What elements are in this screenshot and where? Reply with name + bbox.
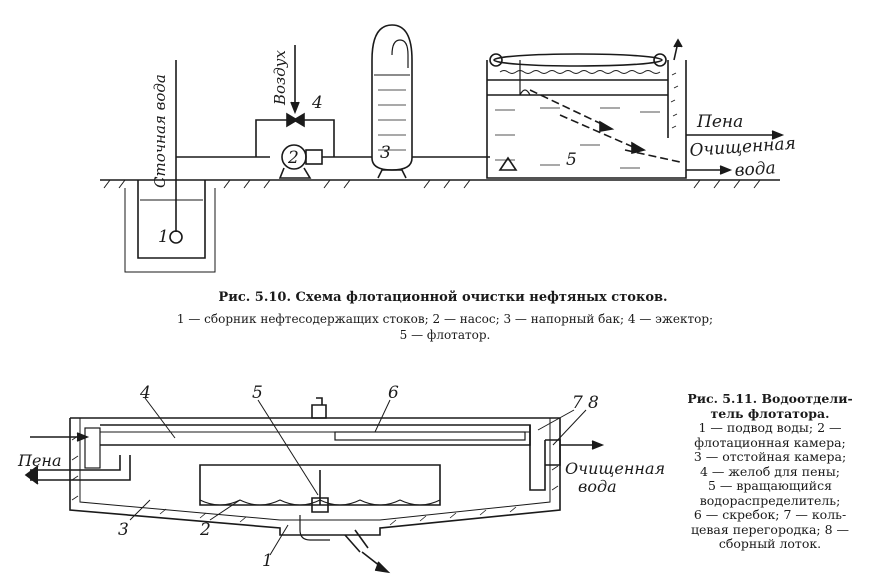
top-valve bbox=[311, 397, 327, 419]
number-3: 3 bbox=[380, 143, 391, 163]
figure-5-11-legend-line: цевая перегородка; 8 — bbox=[690, 521, 850, 537]
figure-5-11-title-line2: тель флотатора. bbox=[710, 405, 830, 421]
number-2: 2 bbox=[287, 148, 299, 168]
separator-vessel bbox=[69, 418, 561, 536]
collector-tank bbox=[137, 180, 206, 259]
figure-5-10-legend-line2: 5 — флотатор. bbox=[399, 328, 491, 342]
figure-5-11-title-line1: Рис. 5.11. Водоотдели- bbox=[687, 391, 853, 406]
foam-outlet-pipe bbox=[30, 455, 131, 481]
figure-5-11-legend-line: 1 — подвод воды; 2 — bbox=[698, 420, 842, 435]
figure-5-11-legend-line: сборный лоток. bbox=[718, 536, 822, 551]
ring-baffle bbox=[529, 425, 546, 491]
fig511-number-8: 8 bbox=[588, 393, 599, 413]
collecting-tray bbox=[545, 439, 561, 466]
collector-inlet bbox=[169, 230, 183, 244]
figure-5-11-legend-line: водораспределитель; bbox=[699, 492, 841, 508]
fig511-number-2: 2 bbox=[199, 520, 211, 540]
label-air: Воздух bbox=[271, 50, 289, 106]
fig511-number-3: 3 bbox=[118, 520, 129, 540]
label-foam: Пена bbox=[696, 112, 743, 132]
fig511-number-6: 6 bbox=[388, 383, 399, 403]
ground-hatching bbox=[103, 179, 761, 189]
fig511-number-5: 5 bbox=[252, 383, 263, 403]
figure-5-10-legend-line1: 1 — сборник нефтесодержащих стоков; 2 — … bbox=[176, 312, 714, 326]
foam-trough bbox=[100, 424, 531, 446]
fig511-number-7: 7 bbox=[572, 393, 583, 413]
pressure-tank-water-hatching bbox=[378, 89, 406, 151]
figure-5-11-legend-line: 6 — скребок; 7 — коль- bbox=[693, 507, 847, 522]
figure-5-10-caption-title: Рис. 5.10. Схема флотационной очистки не… bbox=[218, 290, 668, 305]
figure-5-11-caption: Рис. 5.11. Водоотдели- тель флотатора. 1… bbox=[664, 391, 876, 552]
figure-5-11-legend-line: флотационная камера; bbox=[694, 434, 846, 450]
figure-5-11-legend-line: 5 — вращающийся bbox=[707, 478, 833, 493]
flotator bbox=[486, 60, 687, 179]
ejector bbox=[286, 112, 305, 128]
figure-5-11-legend-line: 3 — отстойная камера; bbox=[693, 449, 847, 464]
label-foam-5-11: Пена bbox=[17, 451, 62, 470]
water-inlet bbox=[344, 529, 369, 553]
fig511-number-4: 4 bbox=[139, 383, 151, 403]
rotating-distributor bbox=[311, 470, 329, 513]
number-5: 5 bbox=[566, 150, 577, 170]
figure-5-10-caption-legend: 1 — сборник нефтесодержащих стоков; 2 — … bbox=[150, 311, 740, 343]
label-wastewater: Сточная вода bbox=[151, 74, 169, 188]
fig511-number-1: 1 bbox=[262, 551, 273, 571]
label-treated-water-5-11-line2: вода bbox=[578, 477, 617, 496]
figure-5-11-legend-line: 4 — желоб для пены; bbox=[700, 463, 840, 479]
flotation-chamber bbox=[199, 464, 441, 506]
vessel-wall-hatching bbox=[71, 435, 559, 526]
pressure-tank bbox=[371, 24, 413, 171]
scraper-conveyor bbox=[493, 53, 663, 67]
flotator-water-hatching bbox=[495, 107, 660, 169]
label-treated-water-line2: вода bbox=[734, 158, 776, 181]
number-4: 4 bbox=[311, 93, 323, 113]
distributor bbox=[498, 156, 518, 171]
scraper bbox=[334, 431, 526, 441]
label-treated-water-5-11-line1: Очищенная bbox=[565, 459, 665, 478]
number-1: 1 bbox=[158, 227, 169, 247]
